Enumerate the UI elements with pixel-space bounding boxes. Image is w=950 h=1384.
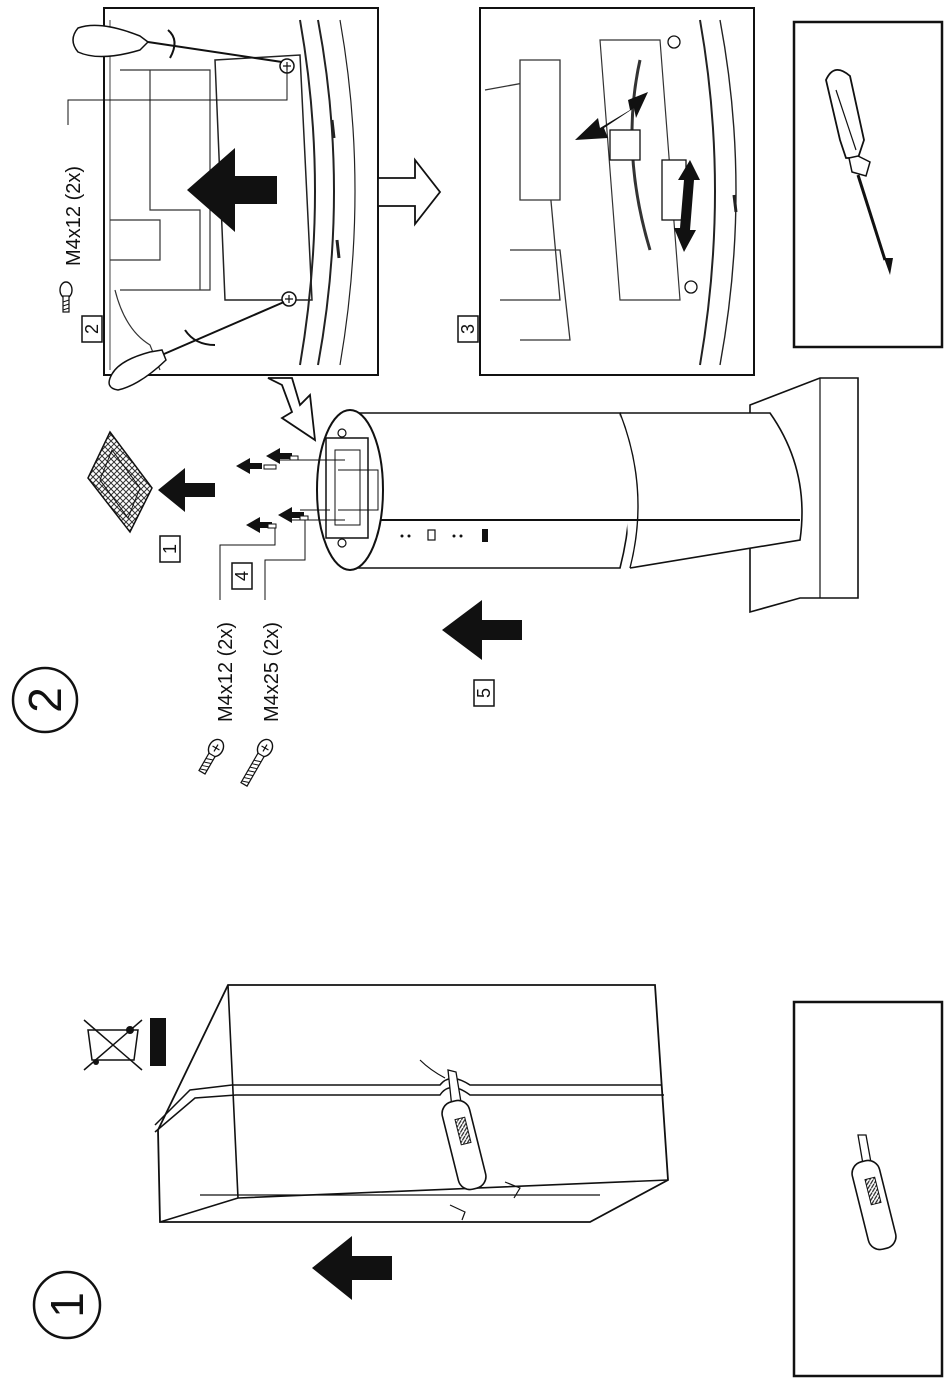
screw-icon — [60, 282, 72, 312]
step-1-number: 1 — [41, 1292, 93, 1318]
tool-box-knife — [794, 1002, 942, 1376]
step-1-marker: 1 — [34, 1272, 100, 1338]
substep-3-label: 3 — [458, 324, 478, 334]
packaging-box — [84, 985, 668, 1222]
move-arrow-icon — [312, 1236, 392, 1300]
long-screw-label: M4x25 (2x) — [261, 622, 283, 722]
substep-4-label: 4 — [232, 571, 252, 581]
disposal-bar — [150, 1018, 166, 1066]
move-arrow-icon — [158, 468, 215, 512]
cooker-hood-cylinder — [317, 378, 858, 612]
panel-screw-label: M4x12 (2x) — [63, 166, 85, 266]
short-screw-label: M4x12 (2x) — [215, 622, 237, 722]
grease-filter: 1 — [88, 432, 215, 562]
screw-icon — [196, 737, 227, 776]
tool-box-screwdriver — [794, 22, 942, 347]
move-arrow-icon — [442, 600, 522, 660]
detail-panel-2: 2 — [73, 8, 378, 390]
substep-2-label: 2 — [82, 324, 102, 334]
weee-disposal-icon — [84, 1020, 142, 1070]
detail-panel-3: 3 — [458, 8, 754, 375]
flow-arrow-icon — [268, 378, 315, 440]
substep-5-label: 5 — [474, 688, 494, 698]
screw-icon — [238, 737, 276, 788]
step-2-marker: 2 — [13, 668, 77, 732]
step-2-number: 2 — [19, 687, 71, 713]
flow-arrow-icon — [378, 160, 440, 224]
substep-1-label: 1 — [160, 544, 180, 554]
